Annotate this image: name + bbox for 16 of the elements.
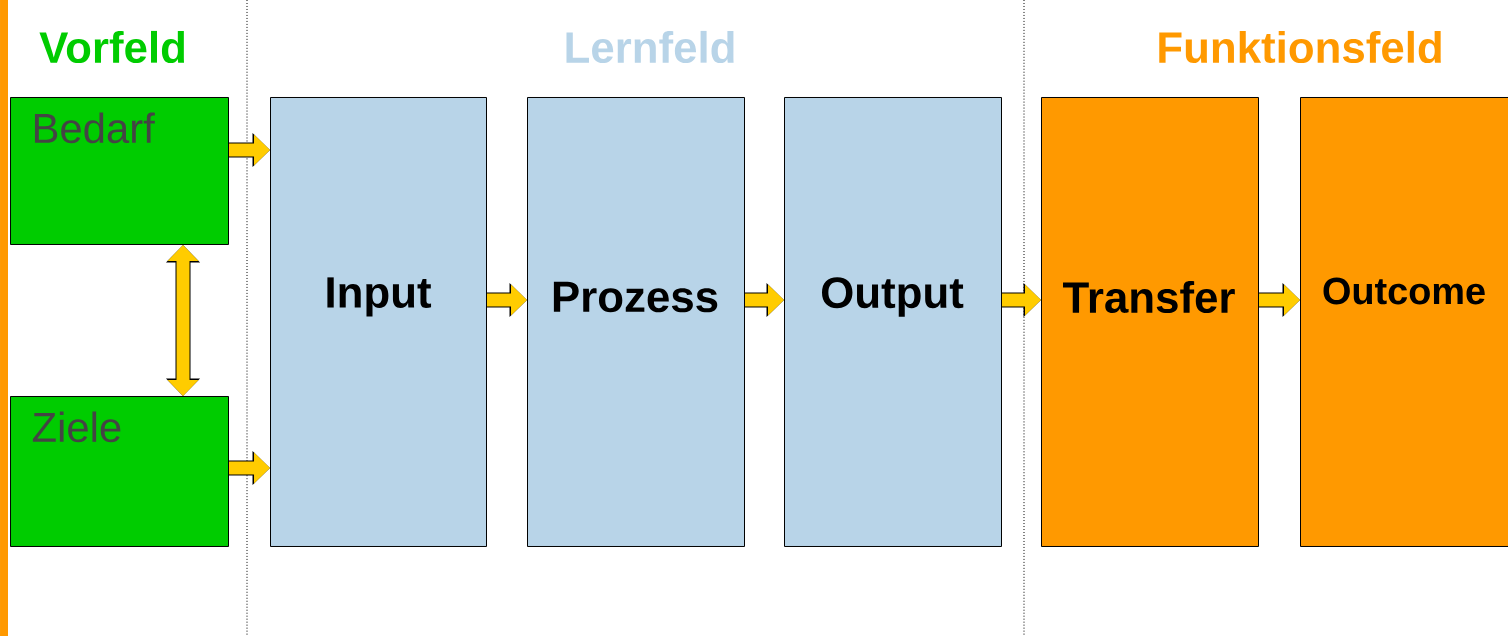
section-heading: Lernfeld — [566, 30, 734, 64]
section-heading: Vorfeld — [39, 30, 184, 64]
stage-label: Output — [822, 277, 964, 317]
stage-box — [527, 97, 745, 547]
field-box: Bedarf — [10, 97, 229, 245]
stage-box — [1041, 97, 1259, 547]
stage-box — [1300, 97, 1508, 547]
section-heading: Funktionsfeld — [1159, 30, 1441, 64]
stage-label: Prozess — [553, 281, 718, 313]
stage-label: Transfer — [1063, 280, 1235, 314]
stage-box — [784, 97, 1002, 547]
stage-label: Input — [327, 277, 432, 317]
block-arrow — [165, 245, 201, 396]
stage-label: Outcome — [1323, 277, 1485, 305]
field-box: Ziele — [10, 396, 229, 547]
stage-box — [270, 97, 487, 547]
